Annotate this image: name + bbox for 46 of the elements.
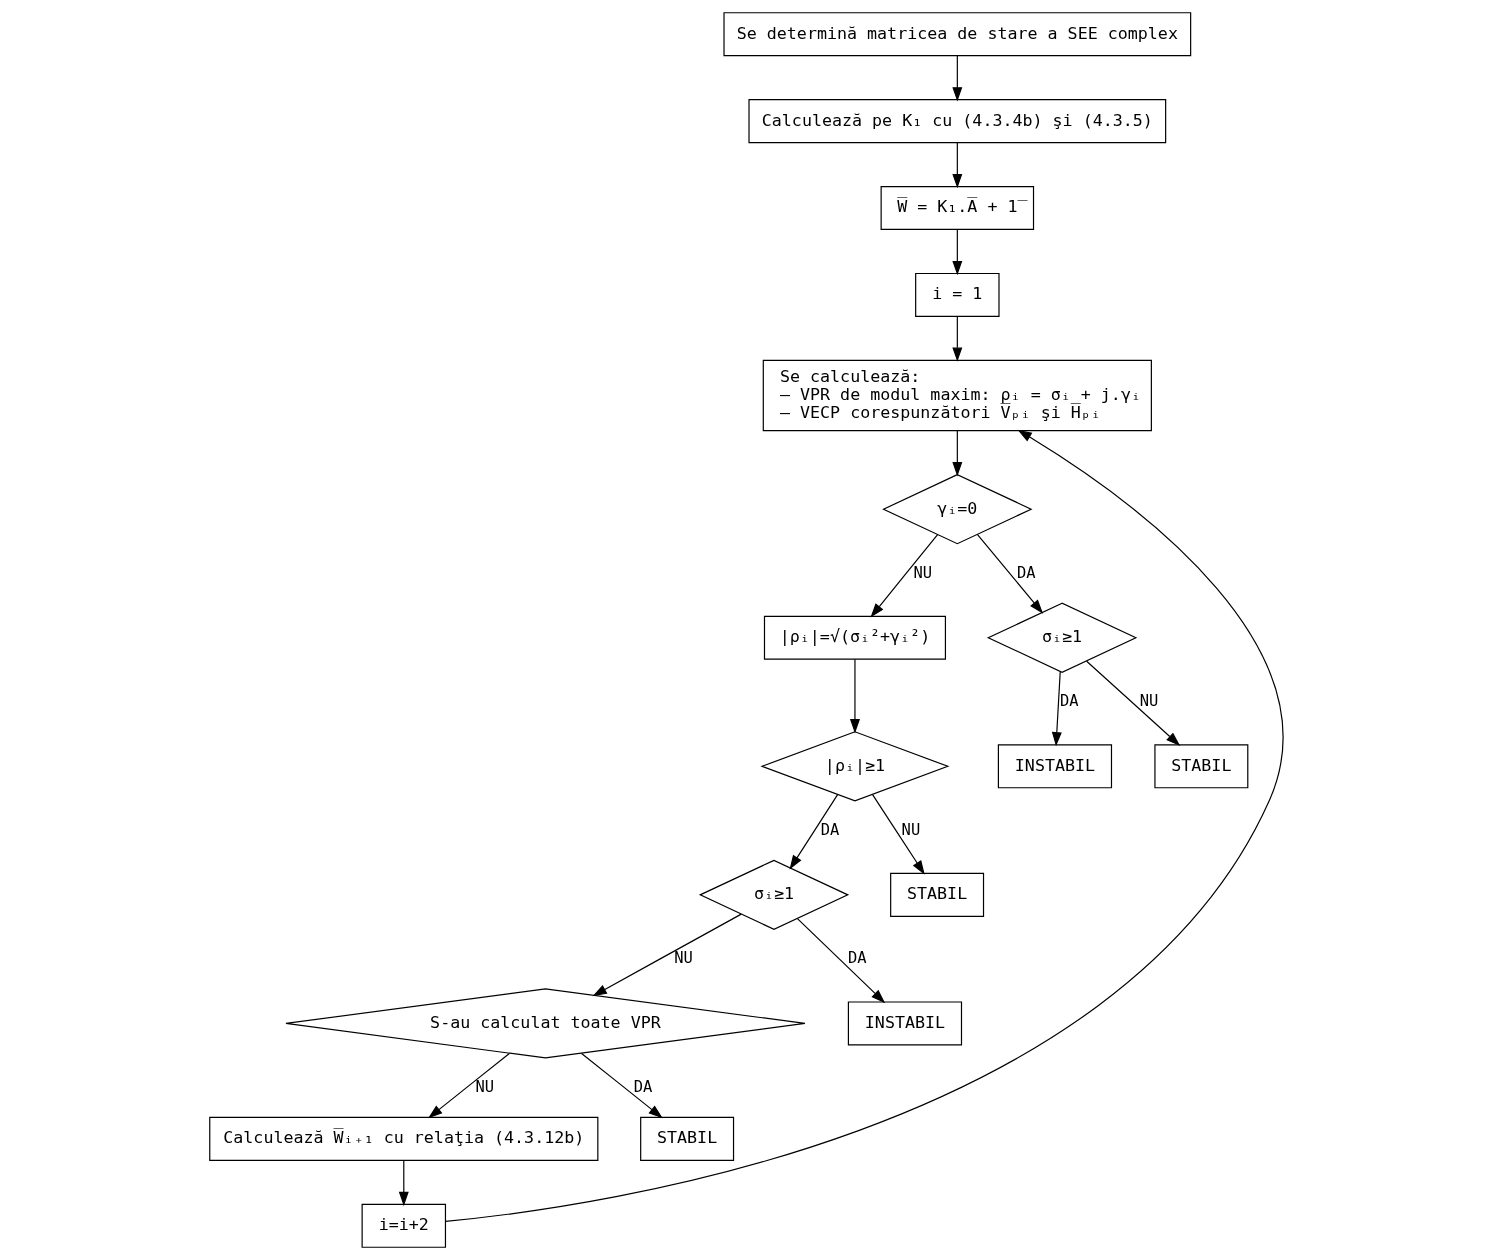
node-box: Se calculează: – VPR de modul maxim: ρᵢ = σᵢ + j.γᵢ – VECP corespunzători V̅ₚᵢ şi H̅ₚᵢ bbox=[762, 359, 1152, 432]
arrow bbox=[1086, 660, 1181, 746]
arrow bbox=[428, 1052, 510, 1119]
arrow bbox=[952, 229, 963, 276]
node-box: i=i+2 bbox=[361, 1203, 447, 1248]
arrow bbox=[398, 1159, 409, 1207]
node-box: Se determină matricea de stare a SEE complex bbox=[723, 12, 1192, 57]
arrow bbox=[952, 55, 963, 102]
arrow bbox=[871, 793, 925, 875]
edge-label: DA bbox=[1017, 563, 1036, 582]
arrow bbox=[789, 793, 839, 870]
arrow bbox=[870, 534, 939, 618]
node-box: Calculează W̅ᵢ₊₁ cu relaţia (4.3.12b) bbox=[209, 1116, 599, 1161]
node-box: |ρᵢ|=√(σᵢ²+γᵢ²) bbox=[763, 615, 947, 660]
arrow bbox=[952, 142, 963, 189]
arrow bbox=[592, 913, 742, 997]
node-box: W̅ = K₁.A̅ + 1̅ bbox=[880, 186, 1035, 231]
node-box: STABIL bbox=[640, 1116, 735, 1161]
edge-label: DA bbox=[820, 820, 840, 839]
arrow bbox=[1051, 670, 1062, 747]
edge-label: NU bbox=[674, 949, 693, 968]
arrow bbox=[444, 429, 1284, 1222]
arrow bbox=[976, 534, 1044, 614]
node-diamond: σᵢ≥1 bbox=[986, 602, 1138, 673]
edge-label: DA bbox=[848, 949, 867, 968]
node-box: INSTABIL bbox=[997, 744, 1113, 789]
node-diamond: S-au calculat toate VPR bbox=[285, 988, 806, 1059]
arrow bbox=[849, 658, 860, 734]
arrow bbox=[580, 1052, 663, 1119]
edge-label: NU bbox=[901, 820, 921, 839]
node-box: INSTABIL bbox=[847, 1001, 963, 1046]
node-box: STABIL bbox=[1154, 744, 1249, 789]
edge-label: NU bbox=[475, 1077, 495, 1096]
edge-label: DA bbox=[633, 1077, 653, 1096]
arrow bbox=[952, 430, 963, 477]
edge-label: NU bbox=[913, 563, 933, 582]
arrow bbox=[796, 918, 886, 1004]
node-box: Calculează pe K₁ cu (4.3.4b) şi (4.3.5) bbox=[748, 99, 1167, 144]
edge-label: DA bbox=[1059, 692, 1079, 711]
node-diamond: |ρᵢ|≥1 bbox=[760, 731, 950, 802]
node-box: i = 1 bbox=[915, 272, 1000, 317]
node-box: STABIL bbox=[890, 872, 985, 917]
node-diamond: σᵢ≥1 bbox=[698, 859, 850, 931]
arrow bbox=[952, 315, 963, 362]
node-diamond: γᵢ=0 bbox=[882, 474, 1033, 545]
edge-label: NU bbox=[1139, 692, 1159, 711]
